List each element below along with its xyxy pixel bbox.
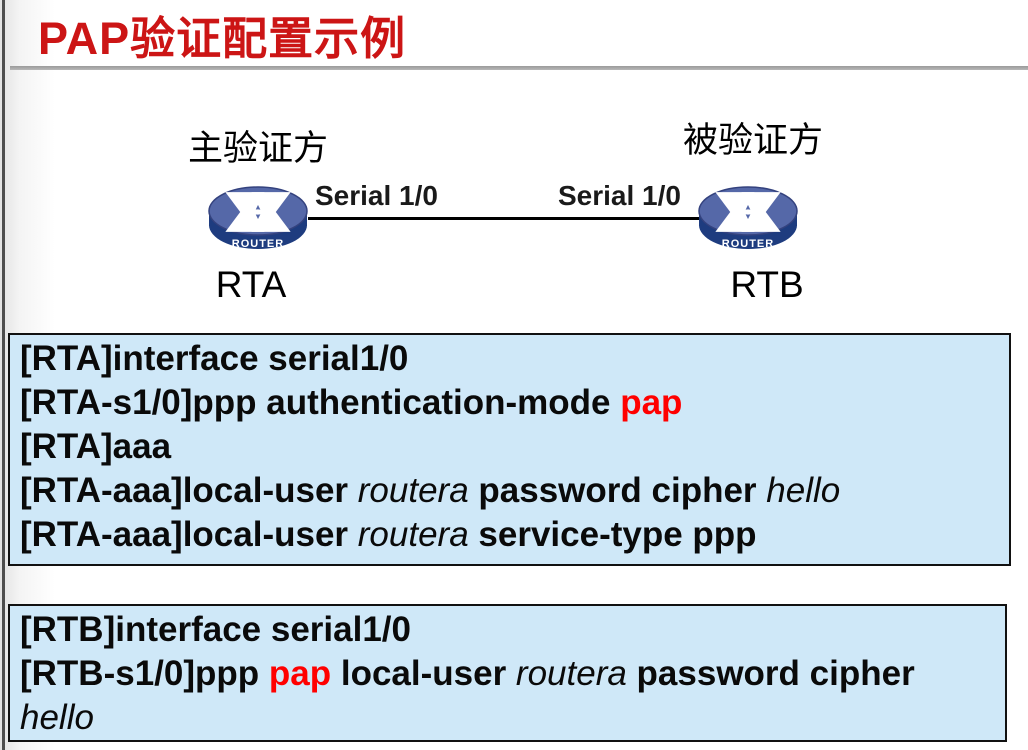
config-segment: [RTA-aaa]local-user <box>20 515 358 554</box>
serial-interface-label-right: Serial 1/0 <box>558 180 681 211</box>
router-icon-label: ROUTER <box>232 238 284 250</box>
config-line: [RTA]aaa <box>20 425 1009 469</box>
rta-config-box: [RTA]interface serial1/0[RTA-s1/0]ppp au… <box>8 333 1011 566</box>
title-divider <box>10 66 1028 70</box>
config-line: [RTA-aaa]local-user routera service-type… <box>20 513 1009 557</box>
config-segment: [RTA]aaa <box>20 427 172 466</box>
page-title: PAP验证配置示例 <box>38 13 407 64</box>
config-line: [RTB]interface serial1/0 <box>20 608 1005 652</box>
config-segment: pap <box>268 654 332 693</box>
router-name-rta: RTA <box>215 264 287 305</box>
config-segment: [RTB]interface serial1/0 <box>20 610 411 649</box>
config-line: [RTA]interface serial1/0 <box>20 337 1009 381</box>
config-segment: [RTA-aaa]local-user <box>20 471 358 510</box>
authenticator-role-label: 主验证方 <box>188 129 329 168</box>
config-line: hello <box>20 696 1005 740</box>
config-segment: pap <box>620 383 683 422</box>
router-icon: ROUTER <box>698 186 798 250</box>
router-name-rtb: RTB <box>730 264 804 305</box>
router-icon: ROUTER <box>208 186 308 250</box>
authenticatee-role-label: 被验证方 <box>683 121 824 160</box>
serial-link-line <box>308 217 700 220</box>
serial-interface-label-left: Serial 1/0 <box>315 180 438 211</box>
config-segment: local-user <box>331 654 516 693</box>
config-line: [RTA-aaa]local-user routera password cip… <box>20 469 1009 513</box>
left-edge-line <box>2 0 5 750</box>
config-segment: [RTA-s1/0]ppp authentication-mode <box>20 383 621 422</box>
config-line: [RTB-s1/0]ppp pap local-user routera pas… <box>20 652 1005 696</box>
config-segment: routera <box>357 515 469 554</box>
config-line: [RTA-s1/0]ppp authentication-mode pap <box>20 381 1009 425</box>
config-segment: [RTA]interface serial1/0 <box>20 339 409 378</box>
rtb-config-box: [RTB]interface serial1/0[RTB-s1/0]ppp pa… <box>8 604 1007 742</box>
config-segment: hello <box>766 471 841 510</box>
config-segment: routera <box>515 654 627 693</box>
config-segment: password cipher <box>468 471 767 510</box>
router-icon-label: ROUTER <box>722 238 774 250</box>
config-segment: [RTB-s1/0]ppp <box>20 654 269 693</box>
config-segment: service-type ppp <box>468 515 757 554</box>
config-segment: hello <box>20 698 94 737</box>
config-segment: routera <box>357 471 469 510</box>
config-segment: password cipher <box>626 654 915 693</box>
